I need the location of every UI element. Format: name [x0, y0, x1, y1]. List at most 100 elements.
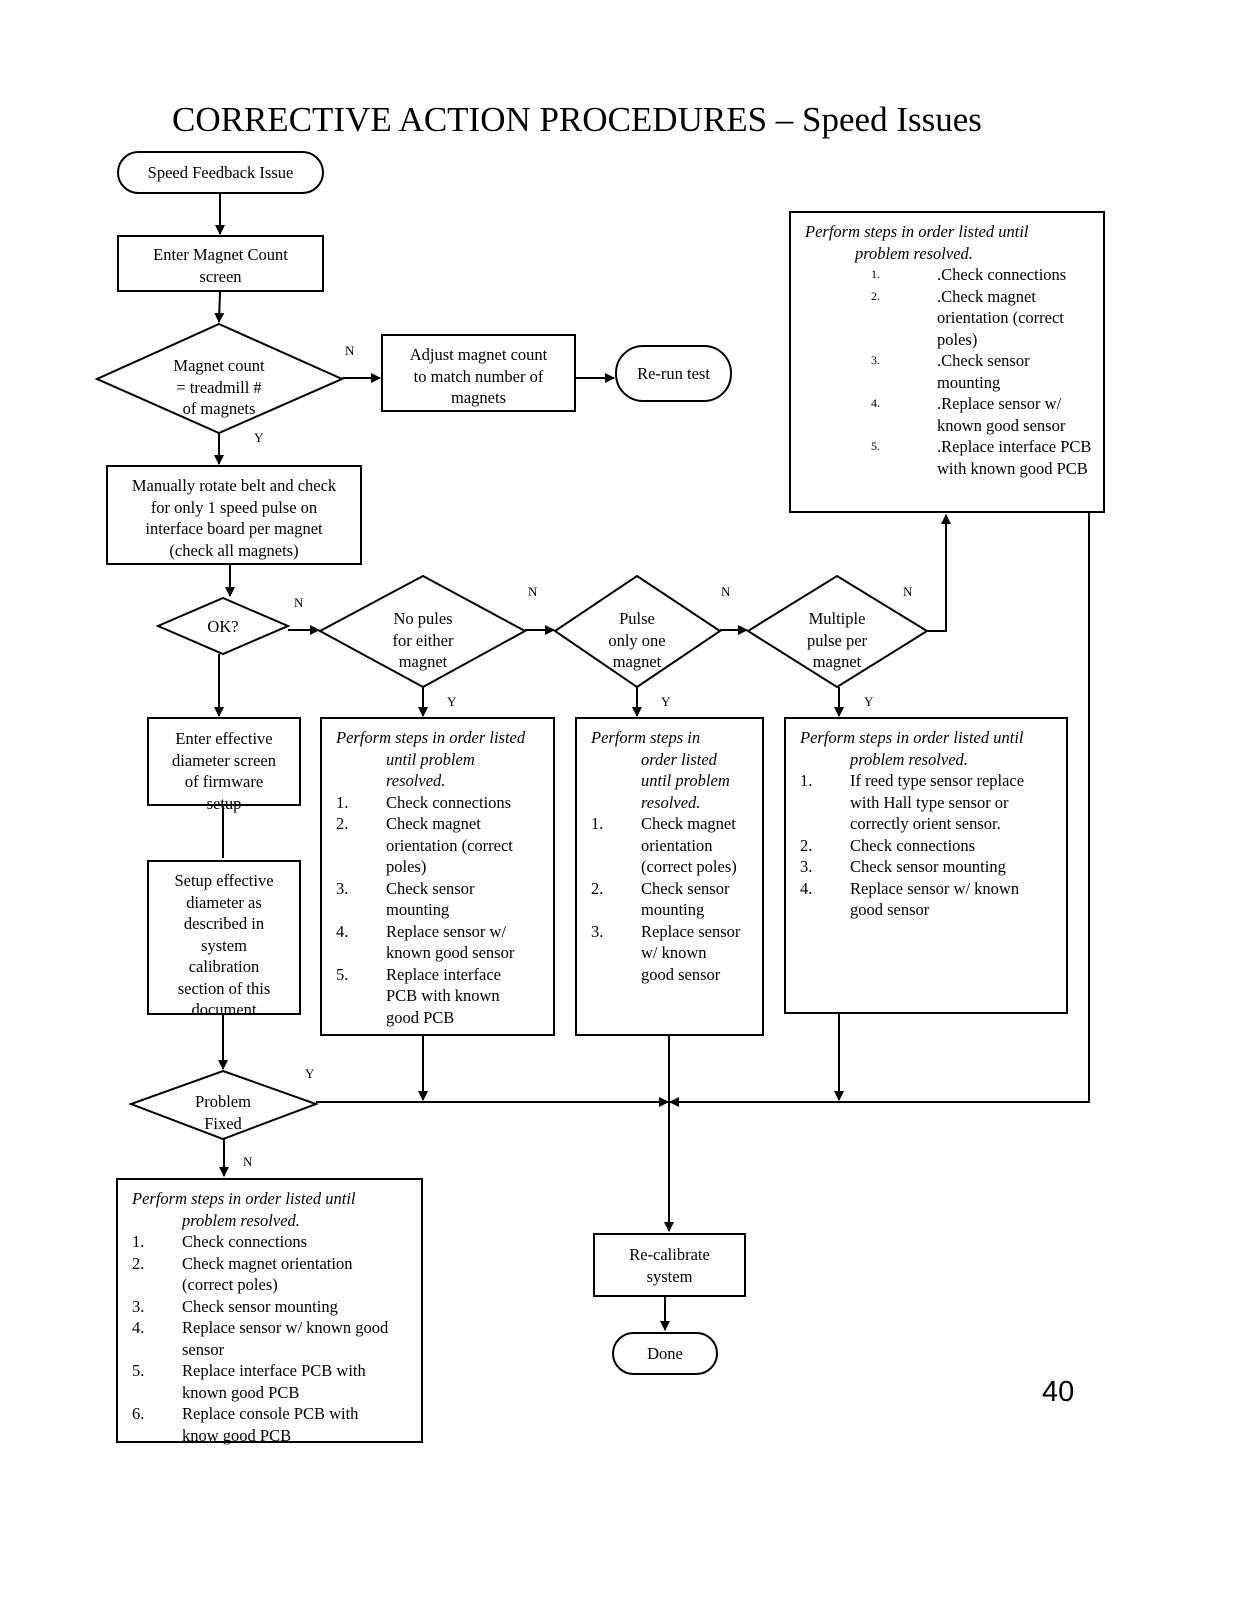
step-text: (correct poles) — [182, 1275, 278, 1294]
multiple-line: magnet — [812, 652, 862, 671]
label-yes-no-pulses: Y — [447, 694, 457, 709]
pulse-one-text: Pulse only one magnet — [577, 608, 697, 673]
step-number: 5. — [132, 1361, 145, 1380]
adjust-line: magnets — [451, 388, 506, 407]
no-pulses-line: No pules — [393, 609, 453, 628]
step-number: 4. — [871, 396, 880, 410]
step-number: 1. — [800, 771, 813, 790]
step-text: poles) — [386, 857, 427, 876]
step-number: 5. — [871, 439, 880, 453]
steps-header-line: problem resolved. — [855, 243, 973, 263]
rotate-belt-box: Manually rotate belt and check for only … — [106, 465, 362, 565]
step-text: correctly orient sensor. — [850, 814, 1001, 833]
adjust-line: to match number of — [413, 366, 544, 386]
enter-magnet-line: Enter Magnet Count — [153, 245, 288, 264]
step-number: 5. — [336, 964, 349, 984]
step-number: 3. — [800, 857, 813, 876]
step-text: .Check connections — [937, 265, 1067, 284]
page-title: CORRECTIVE ACTION PROCEDURES – Speed Iss… — [172, 100, 982, 139]
no-pulses-line: for either — [392, 630, 454, 650]
steps-header: Perform steps in order listed until prob… — [591, 727, 752, 813]
step-item: 4..Replace sensor w/known good sensor — [805, 393, 1093, 436]
step-item: 1..Check connections — [805, 264, 1093, 286]
step-text: know good PCB — [182, 1425, 292, 1445]
rotate-line: for only 1 speed pulse on — [150, 497, 318, 517]
enter-diameter-box: Enter effective diameter screen of firmw… — [147, 717, 301, 813]
label-yes-multiple: Y — [864, 694, 874, 709]
step-item: 1. Check connections — [132, 1231, 411, 1253]
enter-diam-line: setup — [206, 793, 242, 813]
step-number: 2. — [800, 835, 813, 855]
steps-header-line: order listed — [641, 749, 717, 769]
step-text: with Hall type sensor or — [850, 792, 1009, 812]
step-text: Check magnet orientation — [182, 1253, 353, 1273]
step-item: 2. Check connections — [800, 835, 1056, 857]
step-text: .Replace sensor w/ — [937, 394, 1062, 413]
problem-fixed-text: Problem Fixed — [173, 1091, 273, 1134]
step-text: Check sensor — [641, 878, 730, 898]
step-text: Check connections — [386, 792, 512, 812]
step-text: orientation (correct — [937, 308, 1064, 327]
pulse-one-line: magnet — [612, 652, 662, 671]
recal-line: system — [646, 1266, 693, 1286]
step-text: good PCB — [386, 1007, 455, 1027]
steps-header: Perform steps in order listed until prob… — [805, 221, 1093, 264]
start-terminal: Speed Feedback Issue — [117, 151, 324, 194]
setup-diam-line: calibration — [188, 957, 260, 976]
step-text: with known good PCB — [937, 458, 1088, 478]
steps-header-line: until problem — [641, 771, 730, 790]
steps-header: Perform steps in order listed until prob… — [132, 1188, 411, 1231]
step-text: .Replace interface PCB — [937, 437, 1092, 456]
multiple-line: Multiple — [808, 609, 866, 628]
step-text: good sensor — [641, 964, 721, 984]
multiple-text: Multiple pulse per magnet — [777, 608, 897, 673]
step-number: 4. — [336, 921, 349, 941]
step-text: Check connections — [850, 835, 976, 855]
label-no-fixed: N — [243, 1154, 253, 1169]
label-no-pulse-one: N — [721, 584, 731, 599]
step-number: 3. — [591, 921, 604, 941]
rotate-line: Manually rotate belt and check — [131, 476, 337, 495]
step-item: 3.Check sensor mounting — [132, 1296, 411, 1318]
step-item: 2.Check magnet orientation(correct poles… — [132, 1253, 411, 1296]
no-pulses-text: No pules for either magnet — [363, 608, 483, 673]
pulse-one-line: only one — [608, 630, 666, 650]
step-text: orientation — [641, 835, 713, 855]
page-number: 40 — [1042, 1376, 1075, 1408]
multiple-line: pulse per — [806, 630, 868, 650]
step-number: 2. — [336, 814, 349, 833]
step-text: Check connections — [182, 1232, 308, 1251]
magnet-count-text: Magnet count = treadmill # of magnets — [139, 355, 299, 420]
setup-diam-line: system — [201, 935, 247, 955]
label-yes-fixed: Y — [305, 1066, 315, 1081]
label-no-pulses: N — [528, 584, 538, 599]
step-number: 3. — [871, 353, 880, 367]
steps-header-line: problem resolved. — [850, 749, 968, 769]
magnet-count-line: = treadmill # — [176, 377, 262, 397]
setup-diam-line: section of this — [177, 978, 271, 998]
step-number: 6. — [132, 1404, 145, 1423]
step-text: Replace sensor w/ known — [850, 878, 1020, 898]
pulse-one-line: Pulse — [619, 609, 655, 628]
step-item: 4.Replace sensor w/known good sensor — [336, 921, 543, 964]
recal-line: Re-calibrate — [629, 1245, 710, 1264]
step-text: Check sensor mounting — [850, 857, 1006, 876]
setup-diam-line: Setup effective — [174, 871, 274, 890]
label-no-magnet: N — [345, 343, 355, 358]
step-text: Check magnet — [386, 814, 481, 833]
steps-header-line: resolved. — [641, 792, 701, 812]
step-number: 1. — [132, 1232, 145, 1251]
magnet-count-line: of magnets — [182, 399, 256, 418]
step-text: mounting — [386, 900, 450, 919]
step-text: Replace interface PCB with — [182, 1361, 366, 1380]
step-text: mounting — [937, 372, 1001, 392]
setup-diam-line: described in — [183, 914, 265, 933]
setup-diameter-box: Setup effective diameter as described in… — [147, 860, 301, 1019]
